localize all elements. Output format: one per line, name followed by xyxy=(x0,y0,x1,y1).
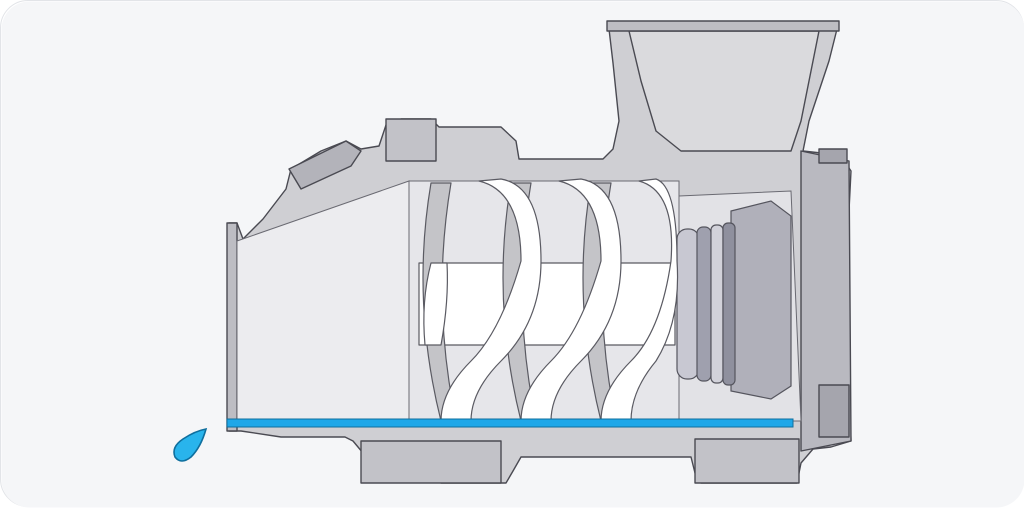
liquid-drain-strip xyxy=(227,419,793,427)
hopper xyxy=(629,31,819,151)
hub-disc-1 xyxy=(677,229,699,379)
hub-housing xyxy=(731,201,791,399)
screw-shaft xyxy=(419,263,675,345)
hub-disc-4 xyxy=(723,223,735,385)
foot-left xyxy=(361,441,501,483)
hub-disc-3 xyxy=(711,225,723,383)
end-plate-bolt-top xyxy=(819,149,847,163)
end-plate-bolt-bottom xyxy=(819,385,849,437)
hub-disc-2 xyxy=(697,227,711,381)
hopper-flange xyxy=(607,21,839,31)
mount-block-top xyxy=(386,119,436,161)
foot-right xyxy=(695,439,799,483)
bearing-hub xyxy=(677,201,791,399)
inlet-flange xyxy=(227,223,237,431)
